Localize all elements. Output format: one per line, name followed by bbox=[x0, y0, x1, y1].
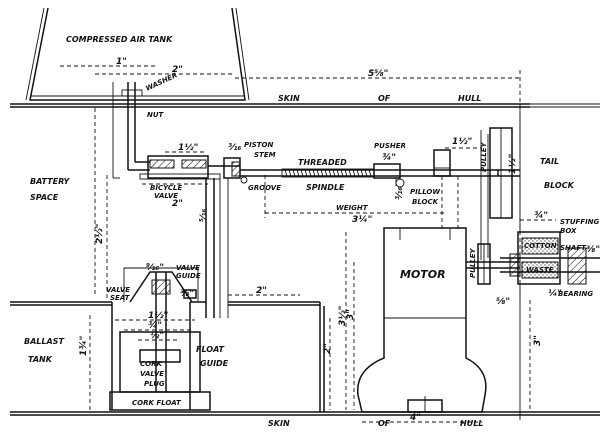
dim-1-2-v: ½" bbox=[150, 331, 164, 341]
label-shaft: SHAFT bbox=[560, 244, 587, 252]
label-tail-1: TAIL bbox=[540, 157, 559, 166]
label-piston-2: STEM bbox=[254, 151, 276, 159]
label-valve-seat-2: SEAT bbox=[110, 294, 131, 302]
label-threaded: THREADED bbox=[298, 158, 347, 167]
dim-1-half: 1½" bbox=[178, 143, 198, 153]
dim-1-3-4-left: 1¾" bbox=[79, 336, 89, 356]
label-float-1: FLOAT bbox=[196, 345, 225, 354]
skin-of-hull-bottom bbox=[10, 411, 600, 416]
label-weight: WEIGHT bbox=[336, 204, 369, 212]
label-skin-bot-2: OF bbox=[378, 419, 391, 428]
label-ballast-1: BALLAST bbox=[24, 337, 64, 346]
pulley-top bbox=[489, 127, 513, 219]
label-groove: GROOVE bbox=[248, 184, 281, 192]
dim-5-16: ⁵⁄₁₆ bbox=[199, 209, 209, 222]
label-waste: WASTE bbox=[526, 266, 554, 274]
pusher bbox=[373, 163, 405, 188]
dim-3-16: ³⁄₁₆ bbox=[228, 143, 241, 153]
piston-stem bbox=[223, 157, 248, 184]
air-tube bbox=[112, 82, 150, 179]
misc-dims bbox=[89, 147, 556, 423]
dim-2-valve: 2" bbox=[172, 199, 183, 209]
label-bicycle-valve-1: BICYCLE bbox=[150, 184, 182, 192]
dim-5-5-8: 5⅝" bbox=[368, 69, 388, 79]
threaded-spindle bbox=[240, 168, 520, 178]
label-piston-1: PISTON bbox=[244, 141, 274, 149]
label-valve-seat-1: VALVE bbox=[106, 286, 130, 294]
motor bbox=[357, 227, 487, 413]
dim-2-mid: 2" bbox=[256, 286, 267, 296]
label-skin-top-2: OF bbox=[378, 94, 391, 103]
dim-9-16: ⁹⁄₁₆" bbox=[146, 263, 164, 273]
label-cork-valve-1: CORK bbox=[140, 360, 162, 368]
label-pillow-2: BLOCK bbox=[412, 198, 439, 206]
dim-1: 1" bbox=[116, 57, 127, 67]
label-pulley-bottom: PULLEY bbox=[469, 247, 477, 278]
label-bicycle-valve-2: VALVE bbox=[154, 192, 178, 200]
label-motor: MOTOR bbox=[400, 268, 446, 281]
label-cotton: COTTON bbox=[524, 242, 557, 250]
dim-3-4-v: ¾" bbox=[148, 321, 162, 331]
compressed-air-tank bbox=[25, 7, 250, 101]
label-cork-float: CORK FLOAT bbox=[132, 399, 182, 407]
label-valve-guide-2: GUIDE bbox=[176, 272, 201, 280]
label-skin-bot-3: HULL bbox=[460, 419, 483, 428]
label-cork-valve-3: PLUG bbox=[144, 380, 165, 388]
dim-2-half: 2½" bbox=[95, 224, 105, 244]
label-ballast-2: TANK bbox=[28, 355, 53, 364]
label-cork-valve-2: VALVE bbox=[140, 370, 164, 378]
dim-3-right: 3" bbox=[533, 335, 543, 346]
label-skin-bot-1: SKIN bbox=[268, 419, 290, 428]
label-compressed-air-tank: COMPRESSED AIR TANK bbox=[66, 35, 173, 44]
label-spindle: SPINDLE bbox=[306, 183, 345, 192]
dim-1-half-v: 1½" bbox=[148, 311, 168, 321]
label-stuffing-1: STUFFING bbox=[560, 218, 600, 226]
dim-2-right: 2" bbox=[323, 343, 333, 354]
bicycle-valve bbox=[139, 155, 240, 180]
label-float-2: GUIDE bbox=[200, 359, 229, 368]
belt bbox=[480, 130, 489, 260]
dim-3-16-pillow: ³⁄₁₆ bbox=[395, 187, 405, 200]
label-tail-2: BLOCK bbox=[544, 181, 575, 190]
bearing bbox=[567, 247, 587, 285]
dim-3-4-stuff: ¾" bbox=[534, 211, 548, 221]
dim-2-top: 2" bbox=[172, 65, 183, 75]
dim-3-8-valve: ⅜" bbox=[180, 289, 194, 299]
label-skin-top-3: HULL bbox=[458, 94, 481, 103]
dim-1-half-b: 1½" bbox=[452, 137, 472, 147]
dim-3-half: 3½" bbox=[338, 306, 348, 326]
label-skin-top-1: SKIN bbox=[278, 94, 300, 103]
dim-1-half-pulley: 1½" bbox=[508, 154, 518, 174]
label-valve-guide-1: VALVE bbox=[176, 264, 200, 272]
label-pulley-top: PULLEY bbox=[480, 141, 488, 172]
label-nut: NUT bbox=[147, 111, 165, 119]
label-battery-1: BATTERY bbox=[30, 177, 71, 186]
skin-of-hull-top bbox=[10, 103, 600, 108]
dim-5-8: ⅝" bbox=[496, 297, 510, 307]
label-pusher: PUSHER bbox=[374, 142, 406, 150]
pillow-block bbox=[433, 149, 459, 230]
weight-dim bbox=[264, 175, 445, 218]
dim-3-left: 3" bbox=[346, 309, 356, 320]
label-pillow-1: PILLOW bbox=[410, 188, 440, 196]
dim-4: 4" bbox=[409, 413, 421, 423]
ballast-tank bbox=[10, 301, 325, 412]
cork-float bbox=[109, 331, 211, 411]
dim-3-4-weight: 3¼" bbox=[352, 214, 372, 225]
dim-3-8-shaft: ⅜" bbox=[586, 245, 600, 255]
float-rod bbox=[205, 178, 229, 318]
dim-pusher: ¾" bbox=[382, 153, 396, 163]
label-battery-2: SPACE bbox=[30, 193, 59, 202]
label-bearing: BEARING bbox=[558, 290, 593, 298]
dim-1-4-bearing: ¼" bbox=[548, 288, 562, 299]
label-stuffing-2: BOX bbox=[560, 227, 577, 235]
